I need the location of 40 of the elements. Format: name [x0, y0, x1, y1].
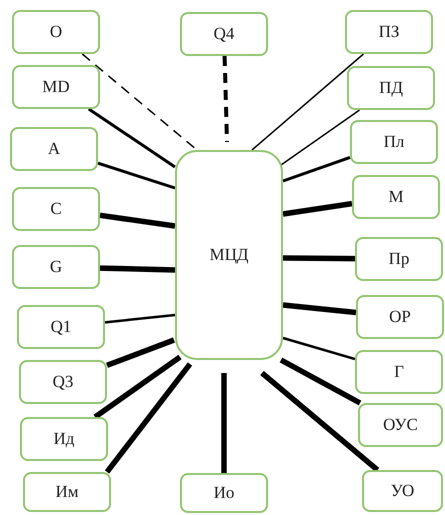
- term-box: Q4: [180, 12, 268, 56]
- term-box: MD: [12, 65, 100, 109]
- term-box: Q1: [17, 305, 105, 349]
- connector-line: [221, 373, 227, 473]
- term-box: ПЗ: [345, 10, 433, 54]
- connector-line: [100, 265, 176, 273]
- term-box: А: [10, 127, 98, 171]
- term-box: G: [12, 245, 100, 289]
- connector-line: [104, 314, 176, 324]
- connector-line: [282, 302, 356, 316]
- connector-line: [88, 108, 176, 168]
- connector-line: [106, 337, 175, 368]
- connector-line: [280, 109, 360, 166]
- term-box: Пр: [355, 237, 443, 281]
- central-box: МЦД: [175, 150, 283, 360]
- connector-line: [280, 358, 362, 406]
- connector-line: [104, 362, 192, 474]
- term-box: Q3: [19, 360, 107, 404]
- term-box: ОР: [356, 295, 444, 339]
- connector-line: [282, 156, 350, 182]
- connector-line: [98, 162, 176, 190]
- connector-line: [260, 370, 380, 472]
- term-box: М: [352, 175, 440, 219]
- dashed-line: [82, 53, 198, 151]
- term-box: Ио: [180, 473, 268, 513]
- connector-line: [94, 354, 182, 420]
- connector-line: [282, 200, 352, 217]
- term-box: Ид: [20, 417, 108, 461]
- connector-line: [100, 212, 176, 229]
- term-box: С: [12, 187, 100, 231]
- connector-line: [282, 255, 356, 262]
- term-box: ПД: [347, 66, 435, 110]
- dashed-line: [222, 56, 229, 142]
- term-box: УО: [362, 470, 443, 512]
- term-box: Им: [23, 472, 111, 512]
- term-box: О: [12, 10, 100, 54]
- connector-line: [252, 53, 364, 151]
- term-box: ОУС: [358, 403, 443, 447]
- term-box: Г: [355, 350, 443, 394]
- term-box: Пл: [350, 120, 438, 164]
